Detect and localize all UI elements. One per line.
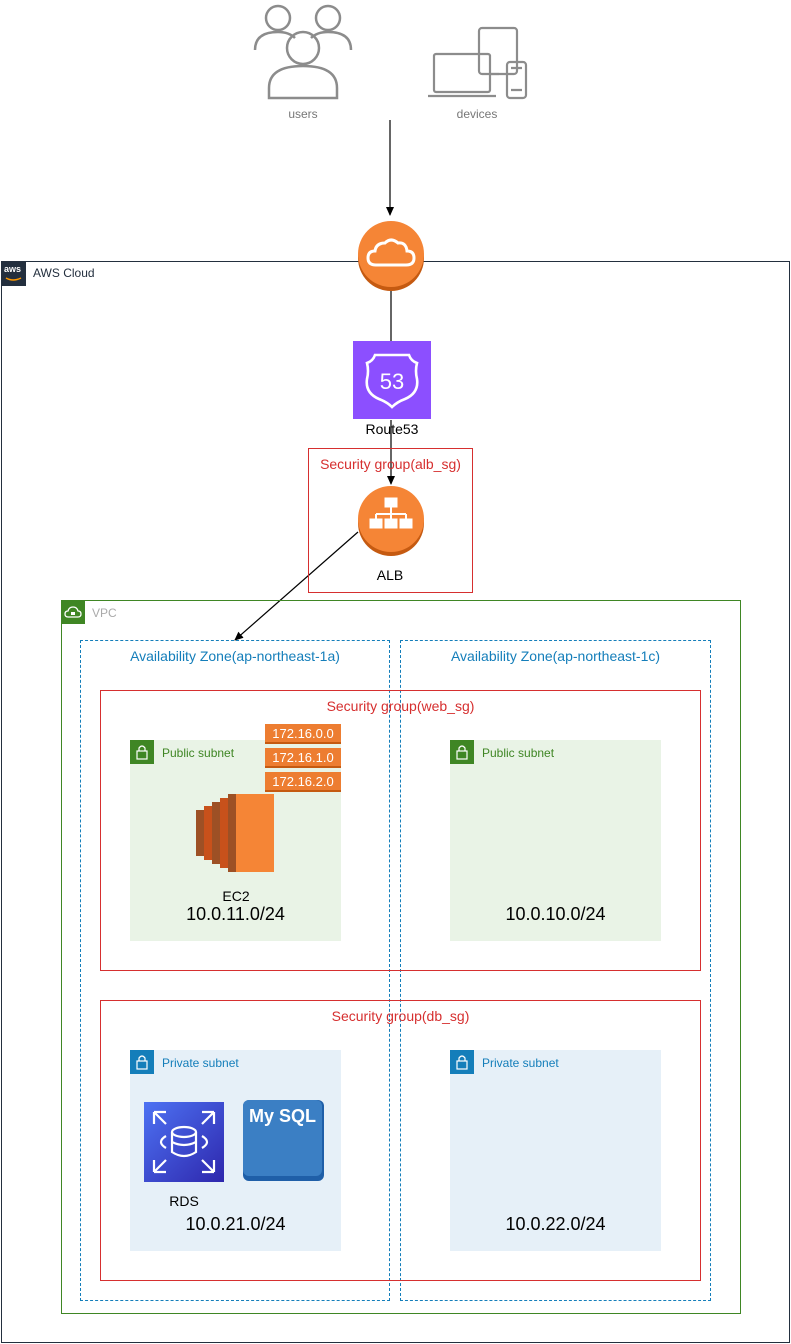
db-sg-title: Security group(db_sg) [331,1008,470,1024]
private-subnet-1c [450,1050,661,1251]
users-icon [253,2,353,102]
route53-label: Route53 [365,421,419,437]
vpc-frame [61,600,741,1314]
rds-icon [144,1102,224,1182]
cidr-private-1c: 10.0.22.0/24 [505,1214,606,1234]
web-sg-title: Security group(web_sg) [326,698,475,714]
alb-label: ALB [376,567,404,583]
aws-cloud-label: AWS Cloud [33,266,95,280]
devices-icon [427,26,529,102]
alb-security-group [308,448,473,593]
ip-tag: 172.16.0.0 [265,724,341,744]
route53-badge: 53 [380,369,404,394]
arrow-alb-to-az [234,531,359,641]
aws-logo-icon: aws [1,261,26,286]
public-subnet-1c [450,740,661,941]
lock-icon [130,740,154,764]
cidr-public-1a: 10.0.11.0/24 [186,904,285,924]
web-security-group [100,690,701,971]
lock-icon [450,1050,474,1074]
ec2-label: EC2 [222,888,250,904]
alb-icon [356,486,426,556]
private-subnet-1a-label: Private subnet [162,1056,239,1070]
rds-label: RDS [169,1193,199,1209]
vpc-label: VPC [92,606,117,620]
users-label: users [288,107,318,121]
ec2-icon [196,792,276,872]
db-security-group [100,1000,701,1281]
route53-icon: 53 [353,341,431,419]
internet-gateway-icon [356,221,426,291]
aws-logo-text: aws [4,264,22,274]
ip-tag: 172.16.1.0 [265,748,341,768]
lock-icon [130,1050,154,1074]
public-subnet-1a-label: Public subnet [162,746,235,760]
cidr-public-1c: 10.0.10.0/24 [505,904,606,924]
public-subnet-1c-label: Public subnet [482,746,555,760]
az-1c-title: Availability Zone(ap-northeast-1c) [450,648,661,664]
devices-label: devices [456,107,498,121]
lock-icon [450,740,474,764]
ip-tag: 172.16.2.0 [265,772,341,792]
mysql-label: My SQL [248,1106,316,1126]
private-subnet-1c-label: Private subnet [482,1056,559,1070]
az-1a-title: Availability Zone(ap-northeast-1a) [130,648,340,664]
alb-sg-title: Security group(alb_sg) [320,456,461,472]
cidr-private-1a: 10.0.21.0/24 [185,1214,286,1234]
vpc-icon [61,600,85,624]
mysql-icon: My SQL [243,1100,324,1181]
